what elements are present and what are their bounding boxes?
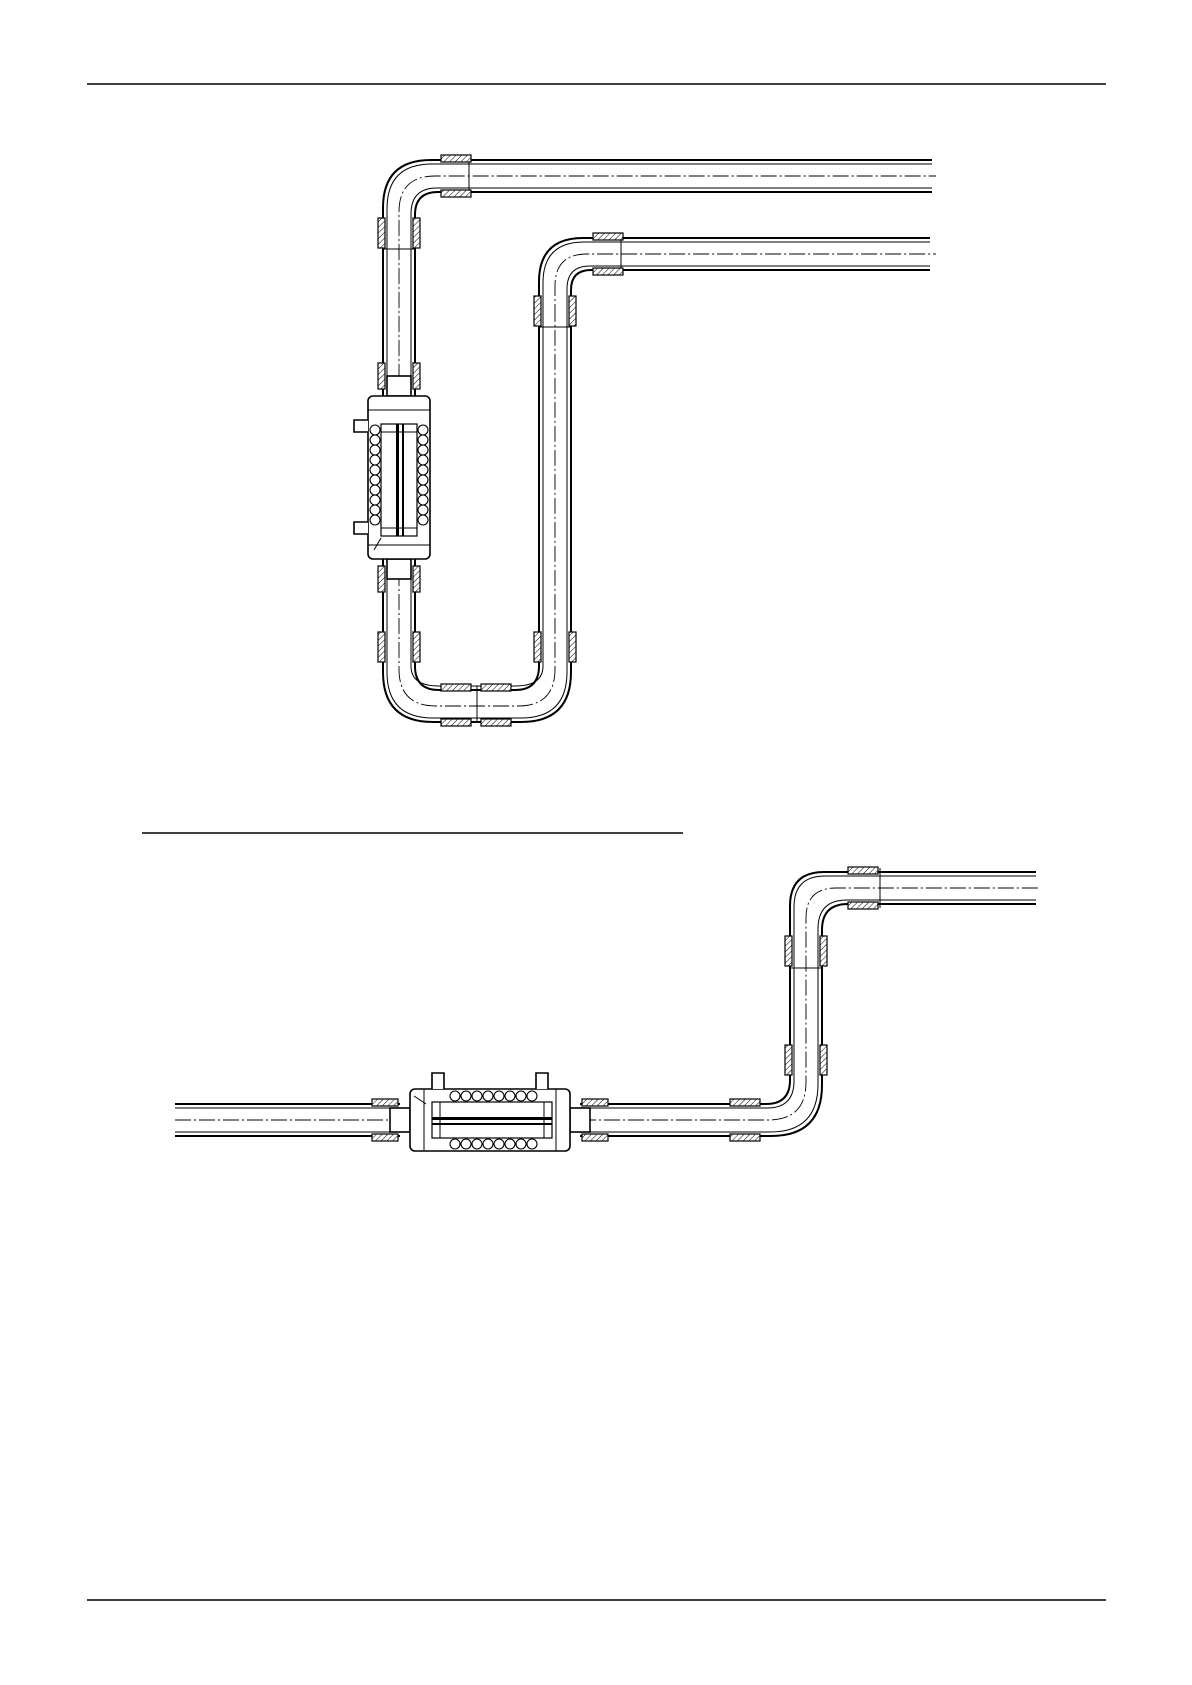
pipe-right-upper: [539, 238, 936, 320]
view-vertical-loop: [354, 155, 936, 726]
electrofusion-coupler-vertical: [354, 376, 430, 579]
view-horizontal-run: [175, 867, 1040, 1151]
terminal-pin-bottom: [354, 522, 368, 534]
pipe-right-riser: [580, 868, 1040, 1136]
electrofusion-coupler-horizontal: [390, 1073, 590, 1151]
terminal-pin-top: [354, 420, 368, 432]
pipe-left-straight: [175, 1104, 400, 1136]
terminal-pin-left: [432, 1073, 444, 1089]
terminal-pin-right: [536, 1073, 548, 1089]
